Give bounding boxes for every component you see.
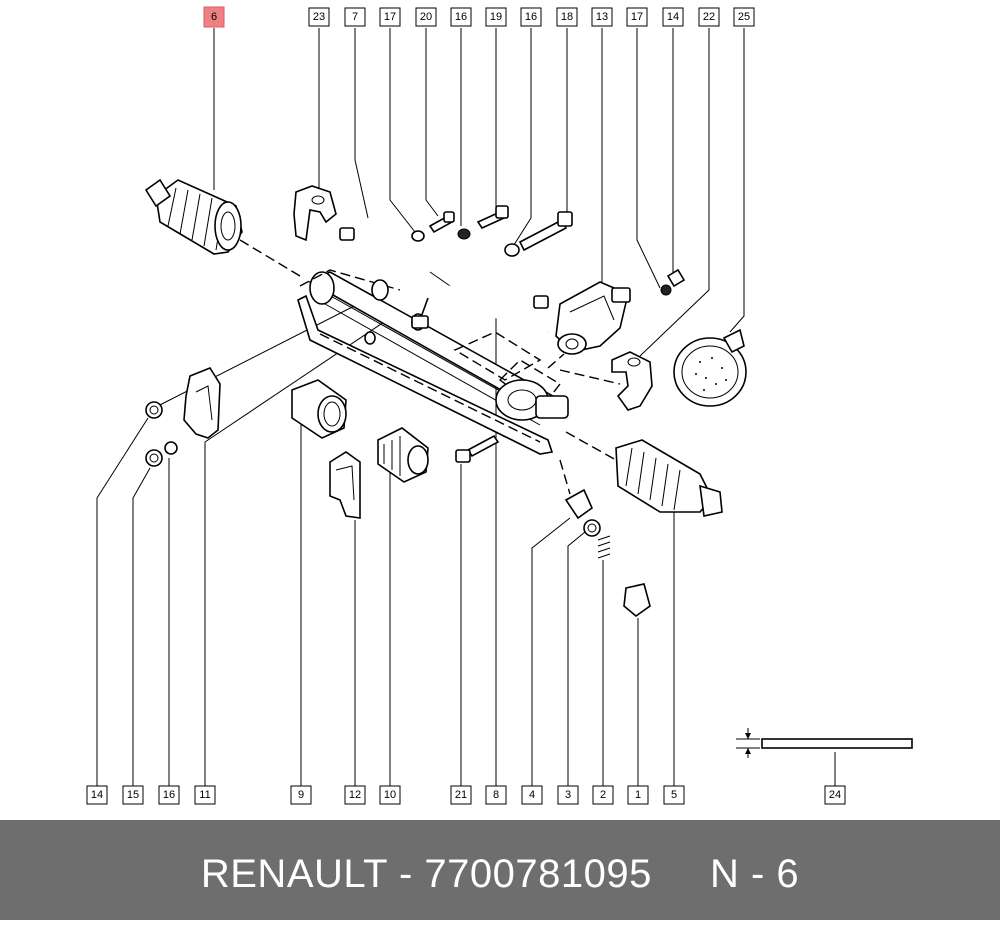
callout-1: 1 — [627, 785, 649, 805]
svg-text:15: 15 — [127, 789, 139, 801]
seal-strip-part-24 — [736, 728, 913, 758]
callout-17: 17 — [379, 7, 401, 27]
svg-text:8: 8 — [493, 789, 499, 801]
svg-text:23: 23 — [313, 11, 325, 23]
valve-part-13 — [547, 281, 631, 385]
svg-text:18: 18 — [561, 11, 573, 23]
bush-part-10 — [377, 427, 429, 483]
steering-rack-exploded-diagram: 6 23 7 17 20 16 — [86, 6, 913, 805]
clamp-part-11 — [183, 367, 221, 439]
callout-16-bottom: 16 — [158, 785, 180, 805]
callout-16: 16 — [450, 7, 472, 27]
svg-text:11: 11 — [199, 789, 210, 801]
steering-rack-housing — [299, 269, 569, 426]
callout-2: 2 — [592, 785, 614, 805]
svg-text:24: 24 — [829, 789, 841, 801]
clamp-part-23 — [293, 185, 337, 242]
bush-part-9 — [291, 379, 347, 439]
hydraulic-pipes — [339, 220, 549, 333]
rack-bar — [297, 294, 554, 455]
svg-text:5: 5 — [671, 789, 677, 801]
callout-16b: 16 — [520, 7, 542, 27]
callout-18: 18 — [556, 7, 578, 27]
svg-text:6: 6 — [211, 11, 217, 23]
top-callouts: 6 23 7 17 20 16 — [203, 6, 755, 28]
callout-4: 4 — [521, 785, 543, 805]
bottom-callouts: 14 15 16 11 9 12 — [86, 785, 846, 805]
callout-17b: 17 — [626, 7, 648, 27]
svg-text:10: 10 — [384, 789, 396, 801]
svg-text:14: 14 — [667, 11, 679, 23]
bolt-part-21 — [455, 434, 500, 463]
callout-14: 14 — [662, 7, 684, 27]
svg-text:1: 1 — [635, 789, 641, 801]
callout-12: 12 — [344, 785, 366, 805]
callout-6-highlighted[interactable]: 6 — [203, 6, 225, 28]
callout-24: 24 — [824, 785, 846, 805]
callout-9: 9 — [290, 785, 312, 805]
svg-text:16: 16 — [163, 789, 175, 801]
part-number-caption: RENAULT - 7700781095 N - 6 — [200, 852, 800, 896]
left-fasteners — [145, 401, 178, 467]
svg-text:25: 25 — [738, 11, 750, 23]
callout-13: 13 — [591, 7, 613, 27]
callout-8: 8 — [485, 785, 507, 805]
callout-11: 11 — [194, 785, 216, 805]
callout-20: 20 — [415, 7, 437, 27]
svg-text:2: 2 — [600, 789, 606, 801]
svg-text:19: 19 — [490, 11, 502, 23]
svg-text:16: 16 — [525, 11, 537, 23]
svg-text:13: 13 — [596, 11, 608, 23]
boot-part-6 — [144, 178, 301, 277]
svg-text:20: 20 — [420, 11, 432, 23]
footer-bar: RENAULT - 7700781095 N - 6 — [0, 820, 1000, 920]
clamp-part-22 — [611, 351, 653, 411]
svg-text:17: 17 — [384, 11, 396, 23]
callout-3: 3 — [557, 785, 579, 805]
svg-text:12: 12 — [349, 789, 361, 801]
svg-text:3: 3 — [565, 789, 571, 801]
svg-text:16: 16 — [455, 11, 467, 23]
svg-text:7: 7 — [352, 11, 358, 23]
callout-21: 21 — [450, 785, 472, 805]
svg-text:22: 22 — [703, 11, 715, 23]
svg-text:17: 17 — [631, 11, 643, 23]
callout-5: 5 — [663, 785, 685, 805]
callout-15: 15 — [122, 785, 144, 805]
callout-19: 19 — [485, 7, 507, 27]
small-parts-1-4 — [559, 459, 651, 618]
svg-text:14: 14 — [91, 789, 103, 801]
svg-text:4: 4 — [529, 789, 535, 801]
callout-14-bottom: 14 — [86, 785, 108, 805]
cover-part-25 — [673, 328, 747, 407]
callout-10: 10 — [379, 785, 401, 805]
clamp-part-12 — [329, 451, 361, 519]
svg-text:21: 21 — [455, 789, 467, 801]
callout-23: 23 — [308, 7, 330, 27]
callout-22: 22 — [698, 7, 720, 27]
callout-7: 7 — [344, 7, 366, 27]
svg-text:9: 9 — [298, 789, 304, 801]
callout-25: 25 — [733, 7, 755, 27]
top-fasteners — [411, 205, 686, 296]
boot-part-5 — [565, 431, 723, 517]
